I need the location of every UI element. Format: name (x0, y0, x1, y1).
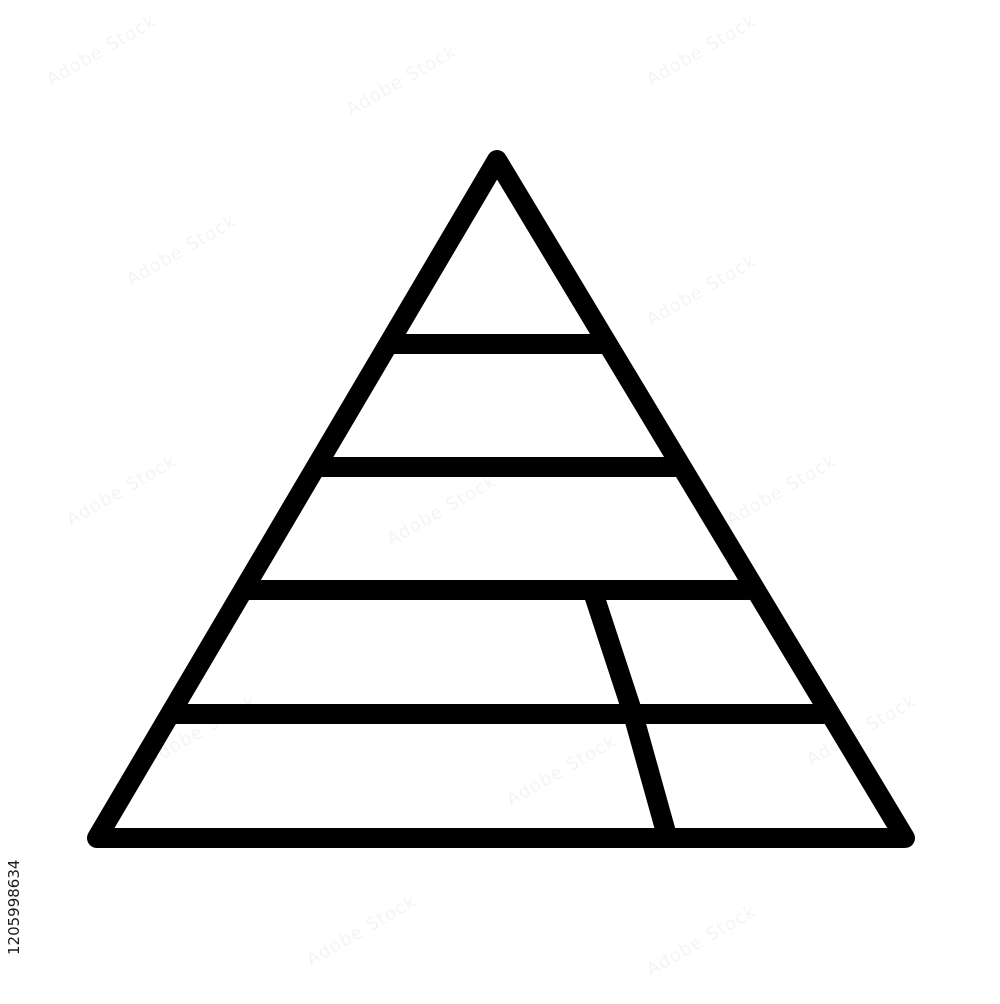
pyramid-outline (87, 150, 915, 848)
tier-split-lower (623, 704, 677, 846)
tier-split-upper (583, 582, 643, 724)
image-id-text: 1205998634 (5, 859, 23, 955)
